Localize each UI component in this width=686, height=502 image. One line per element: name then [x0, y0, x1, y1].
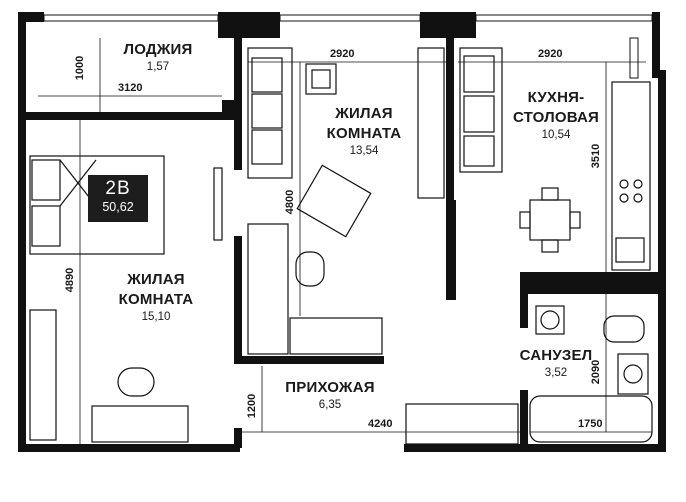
room-living-2: ЖИЛАЯ КОМНАТА 15,10 [96, 270, 216, 324]
dimension-label: 1200 [246, 393, 259, 419]
room-area: 3,52 [544, 367, 568, 379]
room-area: 6,35 [318, 399, 342, 411]
dimension-label: 4890 [64, 267, 77, 293]
dimension-label: 2090 [590, 359, 603, 385]
room-name: ПРИХОЖАЯ [285, 379, 375, 396]
room-area: 15,10 [141, 311, 171, 323]
room-name: ЖИЛАЯ КОМНАТА [118, 271, 194, 308]
room-area: 13,54 [349, 145, 379, 157]
room-name: ЖИЛАЯ КОМНАТА [326, 105, 402, 142]
dimension-label: 1750 [578, 418, 603, 430]
room-area: 1,57 [146, 61, 170, 73]
dimension-label: 1000 [74, 55, 87, 81]
room-hallway: ПРИХОЖАЯ 6,35 [268, 378, 392, 412]
apartment-badge: 2В 50,62 [88, 175, 148, 222]
dimension-label: 4800 [284, 189, 297, 215]
dimension-label: 3120 [118, 82, 143, 94]
apartment-total-area: 50,62 [102, 200, 134, 214]
dimension-lines [38, 38, 652, 444]
apartment-type: 2В [105, 178, 131, 199]
dimension-label: 2920 [538, 48, 563, 60]
room-living-1: ЖИЛАЯ КОМНАТА 13,54 [304, 104, 424, 158]
room-loggia: ЛОДЖИЯ 1,57 [108, 40, 208, 74]
windows [43, 14, 653, 79]
room-kitchen: КУХНЯ- СТОЛОВАЯ 10,54 [496, 88, 616, 142]
dimension-label: 4240 [368, 418, 393, 430]
walls [18, 12, 666, 452]
room-area: 10,54 [541, 129, 571, 141]
room-name: ЛОДЖИЯ [123, 41, 193, 58]
furniture [29, 47, 653, 445]
dimension-label: 2920 [330, 48, 355, 60]
dimension-label: 3510 [590, 143, 603, 169]
room-name: КУХНЯ- СТОЛОВАЯ [512, 89, 600, 126]
room-name: САНУЗЕЛ [519, 347, 593, 364]
room-bathroom: САНУЗЕЛ 3,52 [508, 346, 604, 380]
